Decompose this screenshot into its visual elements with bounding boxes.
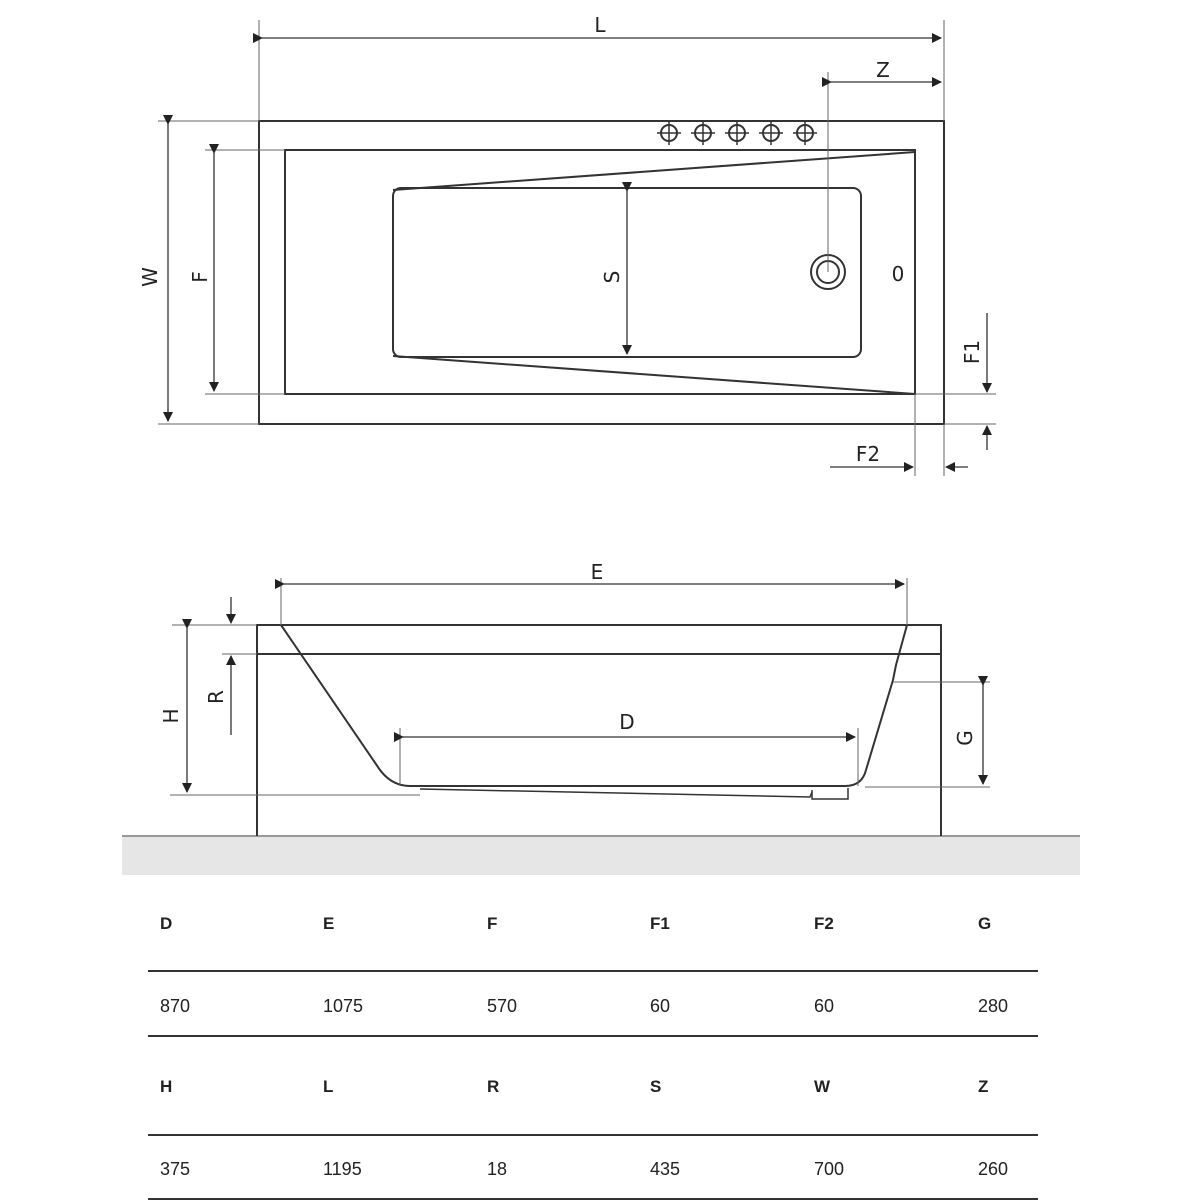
tap-hole-icon	[793, 121, 817, 145]
label-F2: F2	[856, 442, 880, 466]
tap-hole-icon	[657, 121, 681, 145]
header-cell: L	[323, 1077, 334, 1096]
value-cell: 60	[814, 996, 835, 1016]
divider	[148, 970, 1038, 972]
label-H: H	[159, 708, 183, 723]
value-cell: 1195	[323, 1159, 362, 1179]
divider	[148, 1035, 1038, 1037]
value-cell: 280	[978, 996, 1009, 1016]
label-F: F	[188, 271, 212, 283]
header-cell: E	[323, 914, 335, 933]
label-W: W	[138, 267, 162, 287]
label-L: L	[594, 13, 606, 37]
header-cell: Z	[978, 1077, 989, 1096]
divider	[148, 1198, 1038, 1200]
bathtub-diagram: L Z W F S F1 F2 0	[122, 13, 1080, 875]
divider	[148, 1134, 1038, 1136]
floor	[122, 836, 1080, 875]
drain-outlet	[811, 788, 849, 800]
top-view	[158, 20, 996, 476]
value-cell: 375	[160, 1159, 191, 1179]
value-cell: 1075	[323, 996, 364, 1016]
tub-apron	[256, 624, 942, 836]
tub-floor	[419, 788, 813, 798]
value-cell: 260	[978, 1159, 1009, 1179]
value-cell: 60	[650, 996, 671, 1016]
tub-inner-edge	[284, 149, 916, 395]
tap-holes	[657, 121, 817, 145]
label-S: S	[600, 271, 624, 284]
header-cell: F1	[650, 914, 670, 933]
value-cell: 570	[487, 996, 518, 1016]
label-E: E	[591, 560, 604, 584]
header-cell: G	[978, 914, 992, 933]
value-cell: 18	[487, 1159, 508, 1179]
label-G: G	[953, 730, 977, 746]
tub-outer-rim	[258, 120, 945, 425]
header-cell: D	[160, 914, 173, 933]
header-cell: F	[487, 914, 498, 933]
value-cell: 870	[160, 996, 191, 1016]
label-D: D	[619, 710, 634, 734]
tap-hole-icon	[691, 121, 715, 145]
header-cell: S	[650, 1077, 662, 1096]
header-cell: H	[160, 1077, 173, 1096]
value-cell: 435	[650, 1159, 681, 1179]
side-view	[170, 578, 990, 836]
label-F1: F1	[960, 340, 984, 364]
header-cell: R	[487, 1077, 500, 1096]
tap-hole-icon	[725, 121, 749, 145]
overflow-label: 0	[892, 262, 905, 286]
label-R: R	[204, 690, 228, 704]
tub-profile	[280, 624, 908, 787]
tap-hole-icon	[759, 121, 783, 145]
value-cell: 700	[814, 1159, 845, 1179]
label-Z: Z	[876, 58, 890, 82]
header-cell: F2	[814, 914, 834, 933]
header-cell: W	[814, 1077, 831, 1096]
